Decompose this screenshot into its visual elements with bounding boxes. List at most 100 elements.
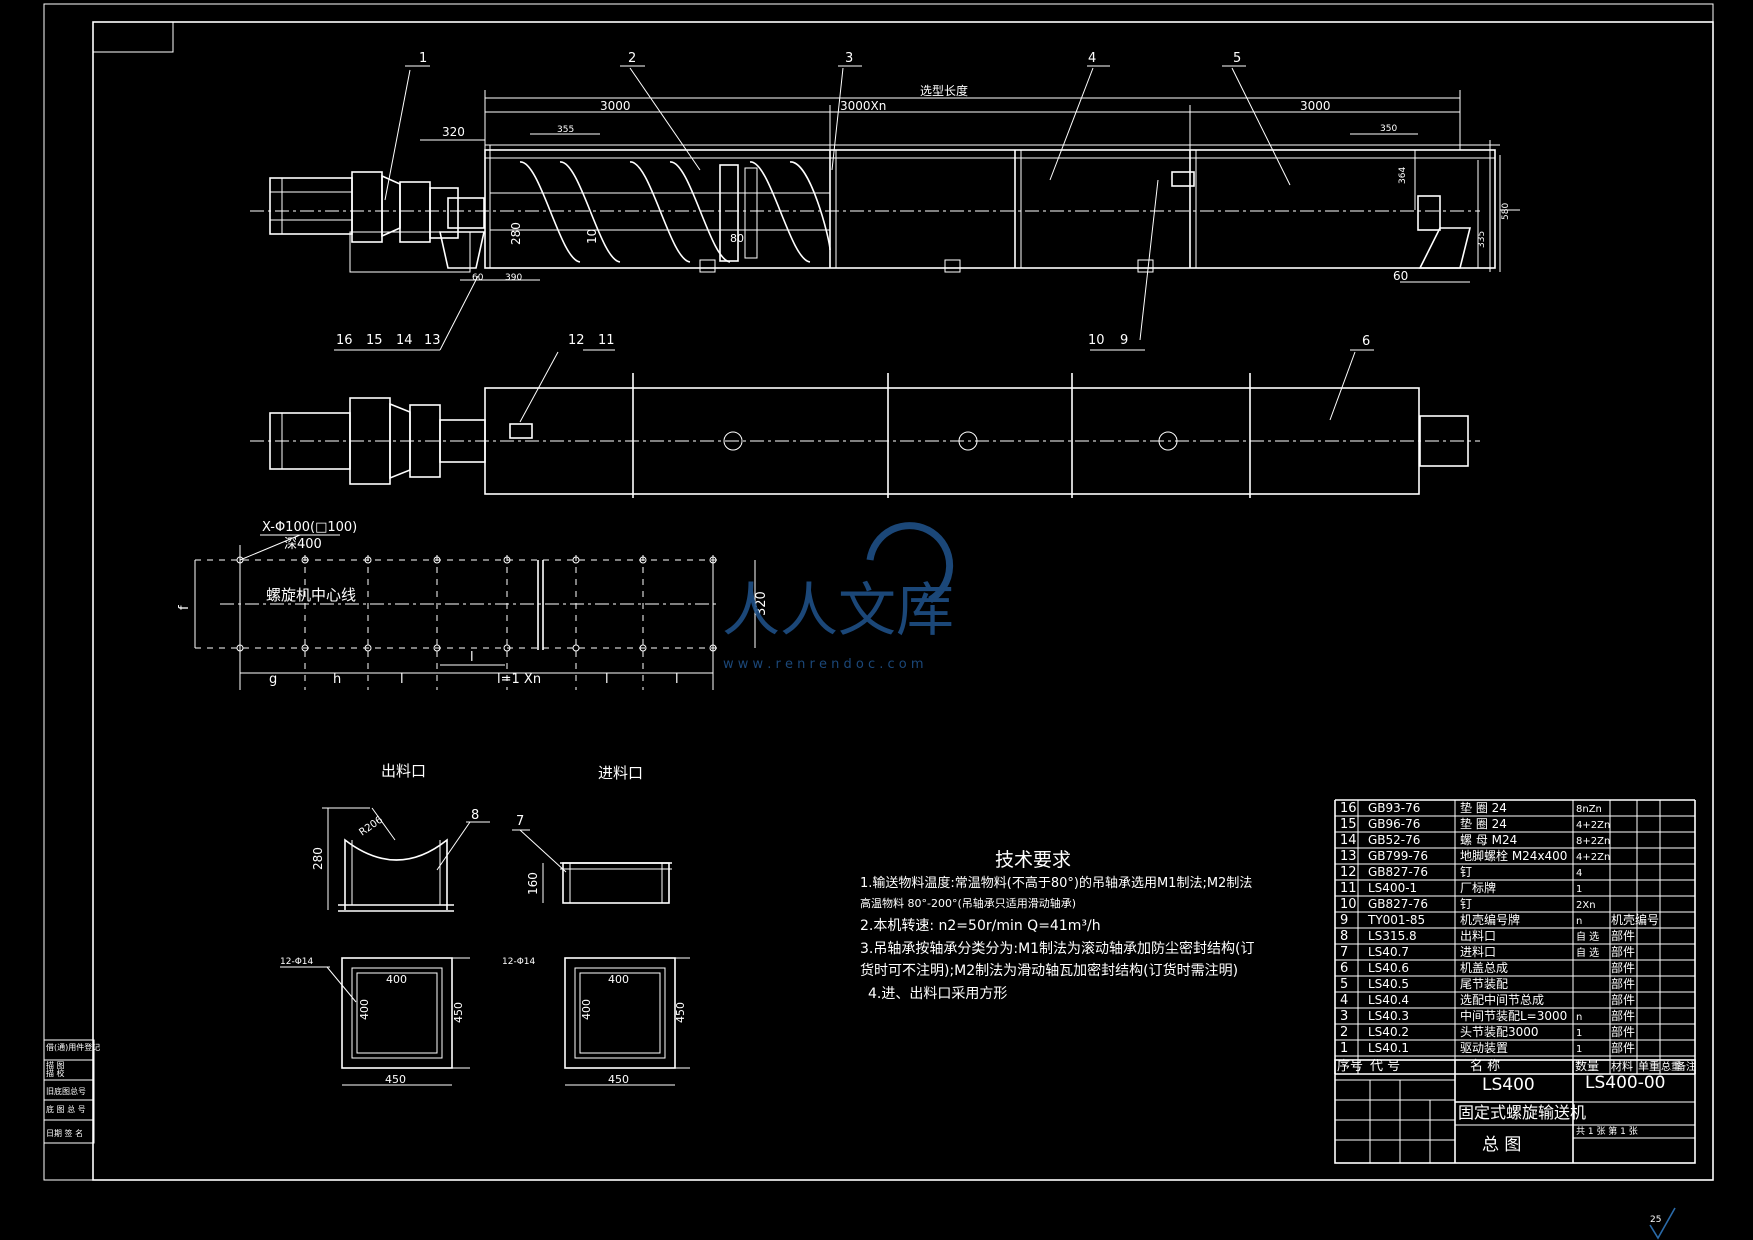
dim-60-right: 60 (1393, 269, 1408, 283)
screw-flights (490, 161, 831, 263)
bom-row-category: 部件 (1611, 1008, 1635, 1023)
bom-row-no: 7 (1340, 945, 1348, 960)
callout-10: 10 (1088, 333, 1105, 348)
bom-row-code: LS40.5 (1368, 977, 1409, 991)
bom-row-category: 部件 (1611, 928, 1635, 943)
bom-row-category: 部件 (1611, 992, 1635, 1007)
bom-row-name: 进料口 (1460, 945, 1496, 959)
bom-row-name: 垫 圈 24 (1460, 800, 1507, 815)
callout-15: 15 (366, 333, 383, 348)
dim-280: 280 (509, 222, 523, 245)
bom-row-no: 11 (1340, 881, 1357, 896)
bom-row-qty: 8nZn (1576, 804, 1602, 815)
callout-2: 2 (628, 51, 636, 66)
bom-row-category: 部件 (1611, 944, 1635, 959)
bom-row-name: 机盖总成 (1460, 961, 1508, 975)
title-drawing-no: LS400-00 (1585, 1073, 1665, 1093)
bom-row-category: 部件 (1611, 1024, 1635, 1039)
bom-row-name: 头节装配3000 (1460, 1025, 1539, 1039)
bom-row-code: GB93-76 (1368, 801, 1420, 815)
foundation-dim-l1: l (400, 672, 404, 687)
sidebar-line-3: 描 校 (46, 1068, 65, 1078)
callout-8: 8 (471, 808, 479, 823)
bom-row-qty: 自 选 (1576, 930, 1599, 943)
inlet-outer-w: 450 (608, 1073, 629, 1086)
bom-row-code: LS40.3 (1368, 1009, 1409, 1023)
bom-row-no: 15 (1340, 817, 1357, 832)
outlet-inner-w: 400 (386, 973, 407, 986)
title-sheet-name: 总 图 (1482, 1135, 1521, 1155)
foundation-layout (194, 534, 756, 690)
trough-front (484, 149, 1496, 269)
dim-580: 580 (1501, 203, 1511, 220)
foundation-dim-g: g (269, 672, 277, 687)
bom-row-code: LS40.7 (1368, 945, 1409, 959)
bom-row-qty: 4+2Zn (1576, 852, 1610, 863)
bom-row-name: 驱动装置 (1460, 1041, 1508, 1055)
title-sheet-info: 共 1 张 第 1 张 (1576, 1125, 1638, 1137)
callout-leaders (334, 65, 1374, 423)
foundation-dim-l2: l (605, 672, 609, 687)
callout-12: 12 (568, 333, 585, 348)
bom-row-name: 钉 (1460, 865, 1472, 879)
foundation-centerline-label: 螺旋机中心线 (266, 586, 356, 604)
bom-row-no: 14 (1340, 833, 1357, 848)
bom-row-no: 10 (1340, 897, 1357, 912)
foundation-bolt-holes (236, 556, 717, 652)
bom-row-name: 垫 圈 24 (1460, 816, 1507, 831)
callout-9: 9 (1120, 333, 1128, 348)
bom-row-no: 2 (1340, 1025, 1348, 1040)
bom-header-unit-weight: 单重 (1638, 1059, 1660, 1073)
title-model: LS400 (1482, 1075, 1535, 1095)
tech-item-3b: 货时可不注明);M2制法为滑动轴瓦加密封结构(订货时需注明) (860, 962, 1238, 979)
bom-row-no: 16 (1340, 801, 1357, 816)
bom-row-code: GB799-76 (1368, 849, 1428, 863)
bom-row-name: 地脚螺栓 M24x400 (1460, 848, 1567, 863)
bom-row-code: GB52-76 (1368, 833, 1420, 847)
bom-row-code: LS40.6 (1368, 961, 1409, 975)
dim-350: 350 (1380, 124, 1397, 134)
bom-row-code: LS400-1 (1368, 881, 1417, 895)
sidebar-line-4: 旧底图总号 (46, 1086, 86, 1096)
bom-header-total-weight: 总重 (1661, 1060, 1681, 1073)
sidebar-block: 借(通)用件登记 描 图 描 校 旧底图总号 底 图 总 号 日期 签 名 (43, 1039, 100, 1144)
bom-row-qty: 1 (1576, 1044, 1582, 1055)
dim-selected-length: 选型长度 (920, 83, 968, 98)
bom-row-name: 选配中间节总成 (1460, 992, 1544, 1007)
bom-row-name: 厂标牌 (1460, 881, 1496, 895)
sidebar-line-2: 描 图 (46, 1060, 65, 1070)
tech-item-3: 3.吊轴承按轴承分类分为:M1制法为滚动轴承加防尘密封结构(订 (860, 940, 1255, 957)
inlet-drawing (512, 829, 690, 1086)
callout-3: 3 (845, 51, 853, 66)
bom-row-no: 6 (1340, 961, 1348, 976)
bom-row-name: 出料口 (1460, 929, 1496, 943)
bom-row-name: 机壳编号牌 (1460, 912, 1520, 927)
title-product-name: 固定式螺旋输送机 (1458, 1103, 1586, 1122)
title-block (1334, 1059, 1696, 1164)
bom-row-qty: n (1576, 1012, 1582, 1023)
top-view (250, 373, 1480, 498)
outlet-outer-h: 450 (452, 1002, 465, 1023)
bom-row-qty: 4+2Zn (1576, 820, 1610, 831)
bom-row-name: 钉 (1460, 897, 1472, 911)
bom-row-code: LS40.1 (1368, 1041, 1409, 1055)
watermark: 人人文库 w w w . r e n r e n d o c . c o m (722, 522, 954, 672)
dim-80: 80 (730, 232, 744, 245)
dim-320: 320 (442, 125, 465, 139)
watermark-url: w w w . r e n r e n d o c . c o m (723, 657, 924, 672)
tech-item-1: 1.输送物料温度:常温物料(不高于80°)的吊轴承选用M1制法;M2制法 (860, 875, 1252, 891)
outlet-drawing (280, 807, 490, 1086)
bom-header-qty: 数量 (1575, 1058, 1599, 1073)
outlet-height: 280 (311, 847, 325, 870)
bom-header-remark: 备注 (1676, 1060, 1696, 1073)
callout-11: 11 (598, 333, 615, 348)
bom-row-code: GB827-76 (1368, 897, 1428, 911)
bom-row-category: 部件 (1611, 976, 1635, 991)
bom-row-no: 8 (1340, 929, 1348, 944)
foundation-320: 320 (754, 591, 769, 616)
bom-row-code: LS40.2 (1368, 1025, 1409, 1039)
bom-row-no: 9 (1340, 913, 1348, 928)
inlet-title: 进料口 (598, 764, 643, 782)
bom-row-code: TY001-85 (1367, 913, 1425, 927)
bom-header-material: 材料 (1611, 1059, 1633, 1073)
